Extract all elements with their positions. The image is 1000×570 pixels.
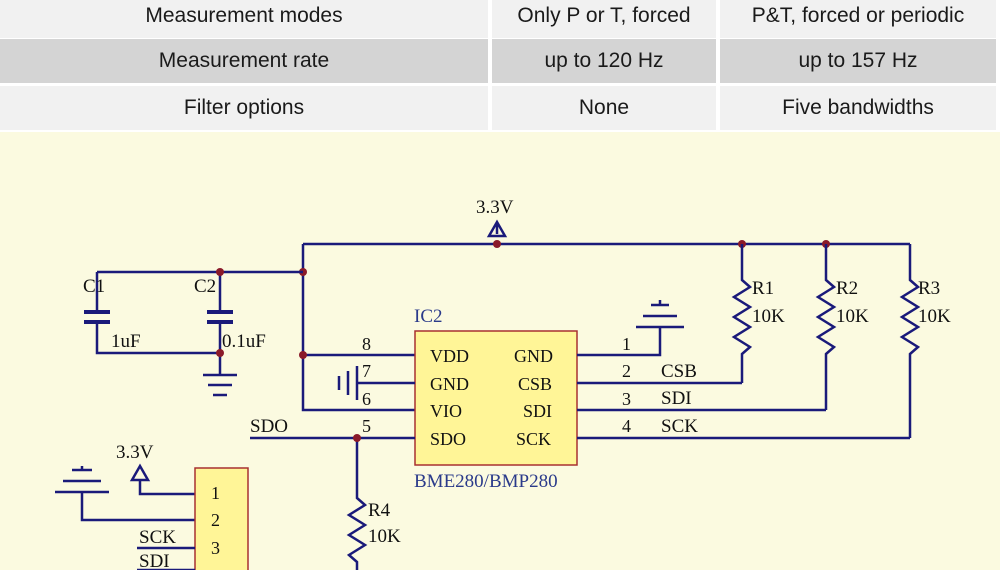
pin-name-vdd: VDD (430, 346, 469, 366)
pin-number-2: 2 (622, 361, 631, 381)
pin-number-7: 7 (362, 361, 371, 381)
wire-header-sck-sdi (137, 546, 195, 570)
wire-pin1-gnd (577, 327, 662, 357)
header-pin-3: 3 (211, 538, 220, 558)
ic-ref: IC2 (414, 306, 443, 327)
r3-value: 10K (918, 306, 951, 327)
table-cell: up to 157 Hz (720, 39, 996, 83)
table-cell: up to 120 Hz (492, 39, 716, 83)
wire-cap-top (95, 270, 303, 312)
c1-value: 1uF (111, 331, 141, 352)
net-label-sdo: SDO (250, 416, 288, 437)
header-net-sck: SCK (139, 527, 176, 548)
junction-dot (216, 268, 224, 276)
c2-value: 0.1uF (222, 331, 266, 352)
header-net-sdi: SDI (139, 551, 170, 570)
pin-number-8: 8 (362, 334, 371, 354)
pin-name-csb: CSB (518, 374, 552, 394)
junction-dot (216, 349, 224, 357)
r1-ref: R1 (752, 278, 774, 299)
pin-number-4: 4 (622, 416, 631, 436)
net-label-sdi: SDI (661, 388, 692, 409)
pin-name-sck: SCK (516, 429, 551, 449)
ground-icon-header (55, 466, 195, 522)
wire-sdo (250, 436, 415, 490)
pin-number-1: 1 (622, 334, 631, 354)
ground-icon-left (337, 366, 359, 400)
supply-3v3-left: 3.3V (116, 442, 195, 496)
table-cell: Measurement modes (0, 0, 488, 38)
c2-ref: C2 (194, 276, 216, 297)
junction-dot (493, 240, 501, 248)
table-cell: Measurement rate (0, 39, 488, 83)
pin-number-6: 6 (362, 389, 371, 409)
capacitor-c2: C2 0.1uF (194, 276, 266, 352)
power-arrow-icon-left (129, 463, 195, 496)
net-label-sck: SCK (661, 416, 698, 437)
resistor-r2: R2 10K (815, 244, 869, 410)
junction-dot (353, 434, 361, 442)
resistor-r3: R3 10K (899, 244, 951, 438)
pin-name-sdi: SDI (523, 401, 552, 421)
r4-value: 10K (368, 526, 401, 547)
table-cell: P&T, forced or periodic (720, 0, 996, 38)
power-arrow-icon (486, 219, 508, 238)
r2-value: 10K (836, 306, 869, 327)
table-cell: Five bandwidths (720, 86, 996, 130)
header-pin-1: 1 (211, 483, 220, 503)
table-row: Filter options None Five bandwidths (0, 86, 1000, 130)
ic-part-number: BME280/BMP280 (414, 471, 558, 492)
capacitor-c1: C1 1uF (83, 276, 141, 352)
header-pin-2: 2 (211, 510, 220, 530)
r3-ref: R3 (918, 278, 940, 299)
spec-comparison-table: Measurement modes Only P or T, forced P&… (0, 0, 1000, 132)
c1-ref: C1 (83, 276, 105, 297)
supply-label: 3.3V (476, 197, 514, 218)
resistor-r1: R1 10K (731, 244, 785, 383)
supply-3v3-top: 3.3V (476, 197, 514, 238)
junction-dot (299, 351, 307, 359)
pin-name-sdo: SDO (430, 429, 466, 449)
table-cell: None (492, 86, 716, 130)
header-connector-body (194, 467, 249, 570)
r1-value: 10K (752, 306, 785, 327)
table-cell: Only P or T, forced (492, 0, 716, 38)
ic-body (414, 330, 578, 466)
table-row: Measurement rate up to 120 Hz up to 157 … (0, 39, 1000, 83)
table-cell: Filter options (0, 86, 488, 130)
table-row: Measurement modes Only P or T, forced P&… (0, 0, 1000, 38)
pin-name-vio: VIO (430, 401, 462, 421)
ground-icon (203, 373, 237, 397)
supply-label-left: 3.3V (116, 442, 154, 463)
pin-number-5: 5 (362, 416, 371, 436)
r2-ref: R2 (836, 278, 858, 299)
ic-bme280: IC2 BME280/BMP280 VDD GND VIO SDO GND CS… (362, 306, 631, 492)
ground-icon-right (636, 300, 684, 329)
r4-ref: R4 (368, 500, 391, 521)
wire-rail-vertical (301, 244, 415, 412)
net-label-csb: CSB (661, 361, 697, 382)
wire-cap-bottom (95, 322, 222, 375)
resistor-r4: R4 10K (346, 490, 401, 570)
pin-number-3: 3 (622, 389, 631, 409)
pin-name-gnd: GND (430, 374, 469, 394)
pin-name-gnd-right: GND (514, 346, 553, 366)
